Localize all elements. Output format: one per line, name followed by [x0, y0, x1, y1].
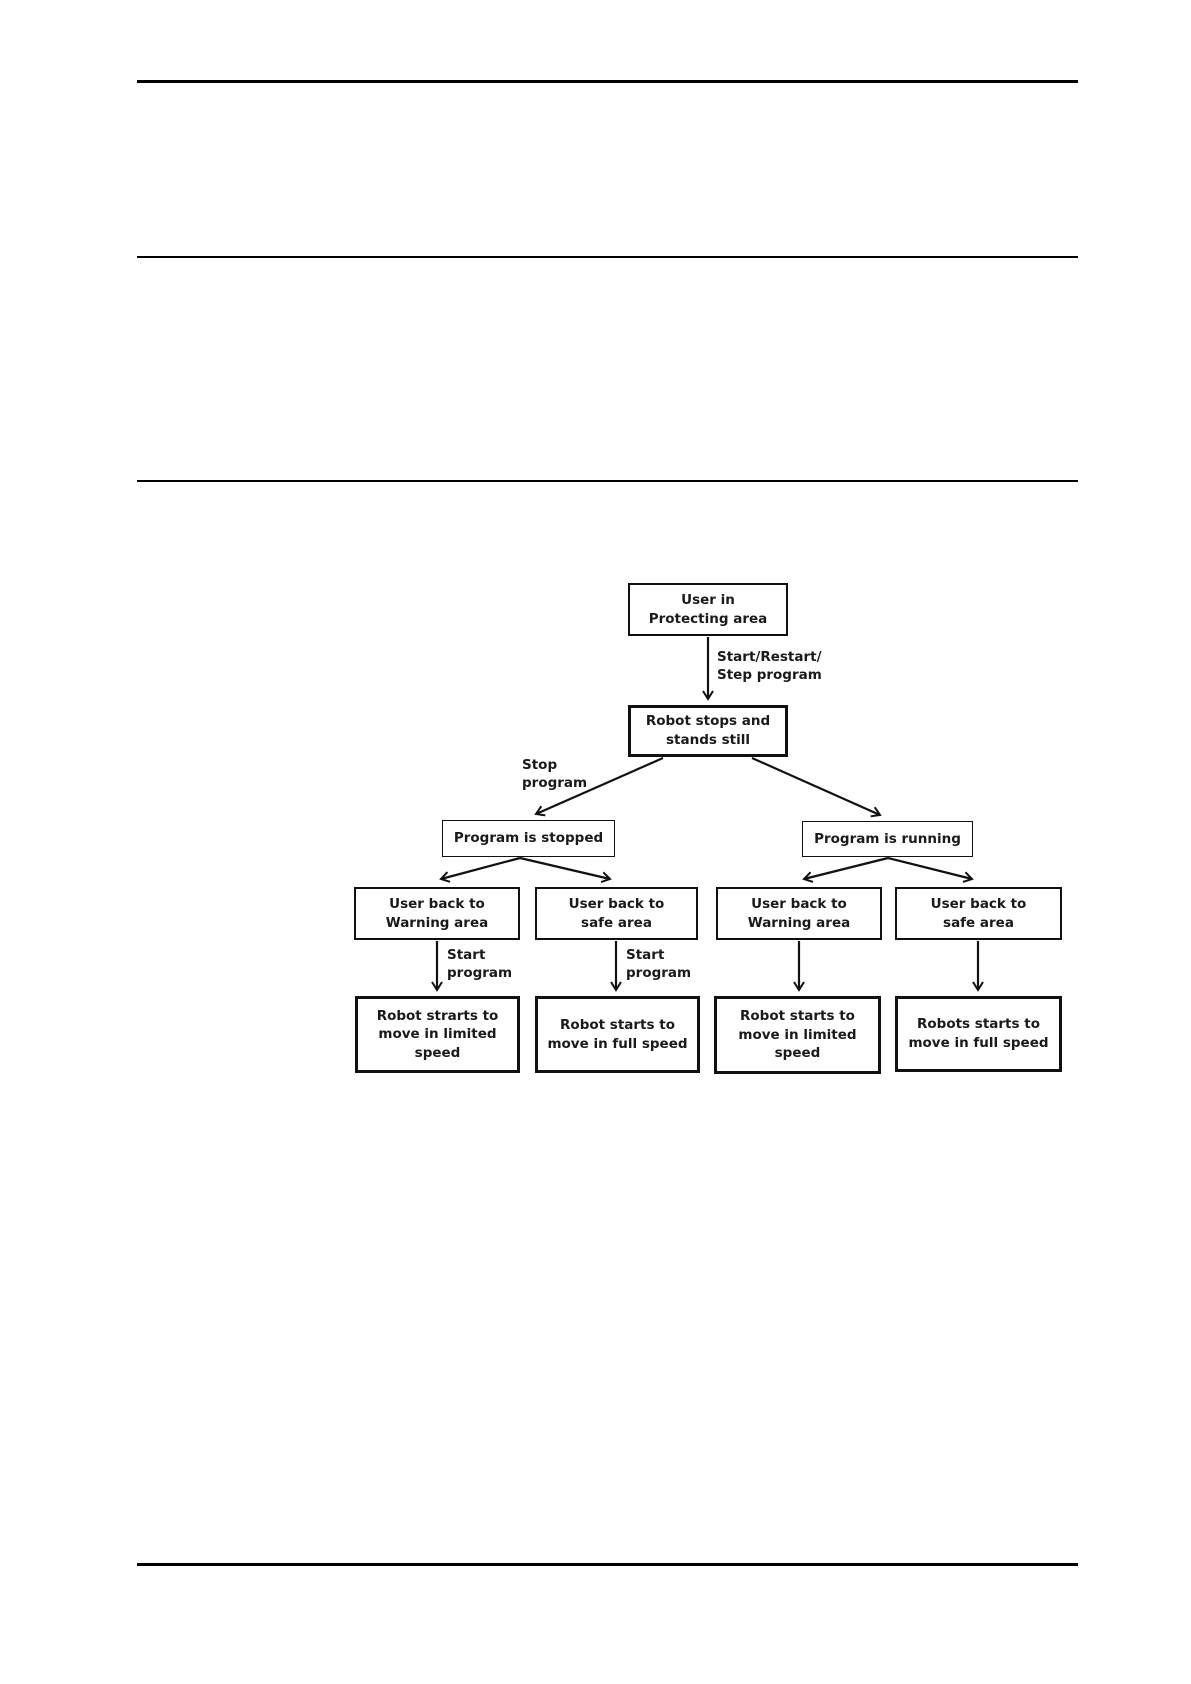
node-program-is-stopped: Program is stopped [442, 820, 615, 857]
node-robot-starts-limited-right: Robot starts to move in limited speed [714, 996, 881, 1074]
node-user-back-warning-left: User back to Warning area [354, 887, 520, 940]
edge-label-start-program-left: Start program [447, 947, 513, 982]
node-user-in-protecting-area: User in Protecting area [628, 583, 788, 636]
node-robot-stops-and-stands-still: Robot stops and stands still [628, 705, 788, 757]
node-user-back-safe-left: User back to safe area [535, 887, 698, 940]
node-program-is-running: Program is running [802, 821, 973, 857]
node-robot-starts-full-left: Robot starts to move in full speed [535, 996, 700, 1073]
edge-stops-to-running [751, 756, 882, 818]
node-robot-starts-full-right: Robots starts to move in full speed [895, 996, 1062, 1072]
edge-running-to-safe-right [887, 856, 974, 883]
edge-running-to-warning-right [802, 856, 889, 883]
edge-label-stop-program: Stop program [522, 757, 588, 792]
footer-rule [137, 1563, 1078, 1566]
section-rule-lower [137, 480, 1078, 482]
edge-stopped-to-warning-left [439, 856, 521, 883]
node-user-back-warning-right: User back to Warning area [716, 887, 882, 940]
edge-stopped-to-safe-left [519, 856, 612, 883]
edge-label-start-program-mid: Start program [626, 947, 692, 982]
section-rule-upper [137, 256, 1078, 258]
node-user-back-safe-right: User back to safe area [895, 887, 1062, 940]
node-robot-starts-limited-left: Robot strarts to move in limited speed [355, 996, 520, 1073]
edge-label-start-restart-step-program: Start/Restart/ Step program [717, 649, 822, 684]
edge-stops-to-stopped [534, 756, 664, 817]
top-header-rule [137, 80, 1078, 83]
